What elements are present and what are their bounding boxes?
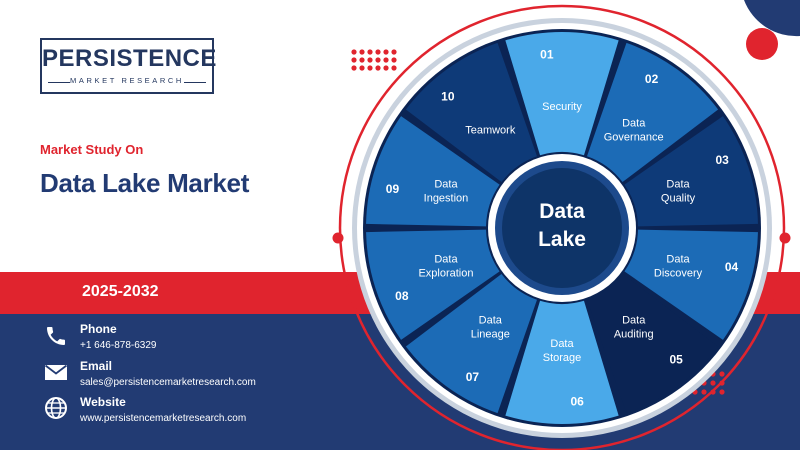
- segment-label-01: Security: [542, 101, 582, 113]
- decor-dot: [351, 49, 357, 55]
- segment-number-03: 03: [715, 153, 729, 167]
- website-url[interactable]: www.persistencemarketresearch.com: [80, 413, 247, 424]
- decor-dot: [383, 65, 389, 71]
- website-label: Website: [80, 395, 126, 409]
- wheel-segment-08: [366, 229, 500, 340]
- phone-number[interactable]: +1 646-878-6329: [80, 340, 157, 351]
- decor-dot: [391, 49, 397, 55]
- decor-dot: [701, 389, 707, 395]
- decor-dot: [351, 57, 357, 63]
- ring-dot-right: [779, 232, 791, 244]
- decor-dot: [375, 65, 381, 71]
- decor-dot: [719, 380, 725, 386]
- segment-number-06: 06: [570, 394, 584, 408]
- decor-dot: [351, 65, 357, 71]
- wheel-segment-07: [405, 273, 538, 414]
- decor-dot: [710, 389, 716, 395]
- decor-dot: [367, 65, 373, 71]
- decor-dot: [367, 49, 373, 55]
- company-logo: PERSISTENCE MARKET RESEARCH: [40, 38, 217, 94]
- wheel-segment-09: [366, 116, 500, 227]
- globe-icon: [45, 397, 67, 419]
- decor-dot: [359, 57, 365, 63]
- email-address[interactable]: sales@persistencemarketresearch.com: [80, 377, 256, 388]
- decor-dot: [359, 65, 365, 71]
- segment-number-07: 07: [466, 370, 480, 384]
- segment-number-05: 05: [669, 352, 683, 366]
- page-title: Data Lake Market: [40, 168, 250, 198]
- logo-rule-right: [184, 82, 206, 83]
- decor-dot: [383, 49, 389, 55]
- study-label: Market Study On: [40, 142, 144, 157]
- logo-rule-left: [48, 82, 70, 83]
- decor-dot: [375, 57, 381, 63]
- segment-number-08: 08: [395, 289, 409, 303]
- wheel-segment-01: [505, 32, 619, 156]
- segment-label-10: Teamwork: [465, 124, 516, 136]
- hub-label-line2: Lake: [538, 228, 586, 251]
- hub-inner: [502, 168, 622, 288]
- wheel-segment-05: [586, 273, 719, 414]
- decor-dot: [391, 57, 397, 63]
- decor-dot: [391, 65, 397, 71]
- decor-dot: [719, 371, 725, 377]
- outer-red-ring: [338, 4, 786, 450]
- corner-red-dot: [746, 28, 778, 60]
- decor-dot: [359, 49, 365, 55]
- segment-number-02: 02: [645, 72, 659, 86]
- phone-label: Phone: [80, 322, 117, 336]
- wheel-segment-03: [624, 116, 758, 227]
- corner-decoration: [744, 0, 800, 37]
- decor-dot: [383, 57, 389, 63]
- logo-wordmark: PERSISTENCE: [42, 45, 217, 72]
- decor-dot: [375, 49, 381, 55]
- decor-dot: [367, 57, 373, 63]
- dot-pattern-top: [351, 49, 397, 71]
- segment-number-04: 04: [725, 260, 739, 274]
- phone-icon: [47, 327, 65, 345]
- hub-label-line1: Data: [539, 200, 585, 223]
- wheel-segment-06: [505, 300, 619, 424]
- segment-number-01: 01: [540, 48, 554, 62]
- wheel-segment-02: [586, 42, 719, 183]
- logo-tagline: MARKET RESEARCH: [70, 76, 184, 85]
- ring-dot-left: [332, 232, 344, 244]
- segment-number-10: 10: [441, 90, 455, 104]
- forecast-period: 2025-2032: [82, 283, 159, 300]
- wheel-segment-10: [405, 42, 538, 183]
- segment-number-09: 09: [386, 182, 400, 196]
- wheel-segment-04: [624, 229, 758, 340]
- decor-dot: [710, 380, 716, 386]
- decor-dot: [719, 389, 725, 395]
- email-icon: [44, 364, 68, 380]
- email-label: Email: [80, 359, 113, 373]
